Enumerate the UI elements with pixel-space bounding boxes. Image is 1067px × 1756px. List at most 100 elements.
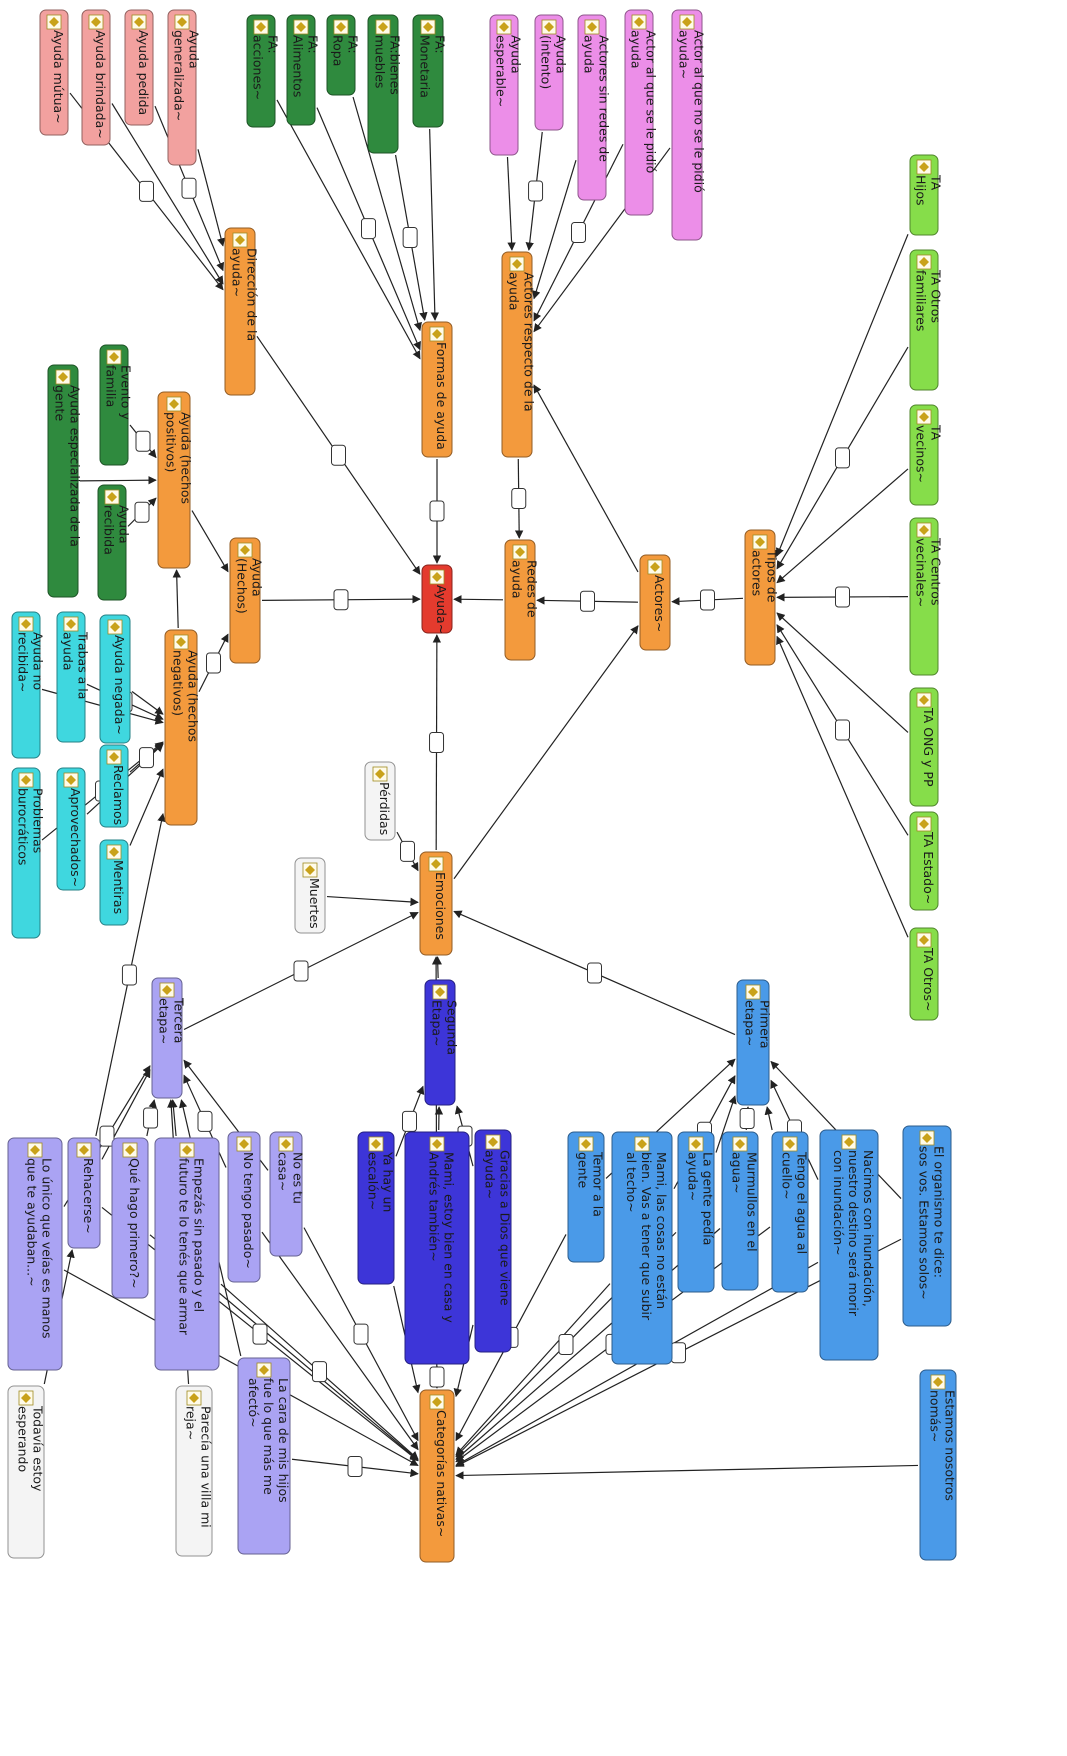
node-actores[interactable]: Actores~ — [639, 554, 671, 651]
node-ta-ong[interactable]: TA ONG y PP — [909, 687, 939, 807]
node-perdidas[interactable]: Pérdidas — [364, 761, 396, 841]
node-label-line: FA: — [346, 35, 361, 54]
node-hechos[interactable]: Ayuda(Hechos) — [229, 537, 265, 664]
node-ayuda[interactable]: Ayuda~ — [421, 564, 453, 634]
node-negada[interactable]: Ayuda negada~ — [99, 614, 131, 744]
node-que-hago[interactable]: Qué hago primero?~ — [111, 1137, 149, 1299]
node-mentiras[interactable]: Mentiras — [99, 839, 129, 926]
node-ayuda-brindada[interactable]: Ayuda brindada~ — [81, 9, 111, 146]
code-icon-mark — [371, 1139, 381, 1149]
node-ayuda-intento[interactable]: Ayuda(intento) — [534, 14, 569, 131]
node-aprovechados[interactable]: Aprovechados~ — [56, 767, 86, 891]
node-formas[interactable]: Formas de ayuda — [421, 321, 453, 458]
node-no-tengo-pasado[interactable]: No tengo pasado~ — [227, 1131, 261, 1283]
node-categorias[interactable]: Categorías nativas~ — [419, 1389, 455, 1563]
relation-label-box — [580, 590, 595, 612]
node-muertes[interactable]: Muertes — [294, 857, 326, 934]
relation-label-box — [331, 444, 346, 466]
node-box — [246, 14, 276, 128]
node-fa-acciones[interactable]: FA:acciones~ — [246, 14, 281, 128]
relation-label-box — [197, 1110, 213, 1132]
code-icon-mark — [650, 562, 660, 572]
code-icon-mark — [79, 1145, 89, 1155]
node-box — [269, 1131, 303, 1257]
node-reclamos[interactable]: Reclamos — [99, 744, 129, 828]
node-ayuda-mutua[interactable]: Ayuda mútua~ — [39, 9, 69, 136]
node-label-line: Lo único que veías es manos — [40, 1158, 55, 1339]
node-fa-monetaria[interactable]: FA:Monetaria — [412, 14, 448, 128]
code-icon-mark — [21, 619, 31, 629]
code-icon-mark — [544, 22, 554, 32]
node-label-line: ayuda~ — [483, 1150, 498, 1199]
node-label-line: Categorías nativas~ — [434, 1410, 449, 1537]
node-ta-estado[interactable]: TA Estado~ — [909, 811, 939, 911]
node-emociones[interactable]: Emociones — [419, 851, 453, 956]
code-icon-mark — [107, 492, 117, 502]
relation-edge — [191, 510, 229, 573]
code-icon-mark — [189, 1393, 199, 1403]
relation-label-box — [361, 218, 376, 240]
node-label-line: Todavía estoy — [31, 1405, 46, 1492]
relation-edge — [506, 156, 516, 251]
node-fa-alimentos[interactable]: FA:Alimentos — [286, 14, 321, 126]
node-nacimos[interactable]: Nacimos con inundación,nuestro destino s… — [819, 1129, 879, 1361]
node-label-line: Emociones — [433, 872, 448, 940]
relation-edge — [776, 635, 909, 938]
code-icon-mark — [581, 1139, 591, 1149]
node-el-organismo[interactable]: El organismo te dice:sos vos. Estamos so… — [902, 1125, 952, 1327]
node-rehacerse[interactable]: Rehacerse~ — [67, 1137, 101, 1249]
code-icon-mark — [239, 1139, 249, 1149]
node-fa-ropa[interactable]: FA:Ropa — [326, 14, 361, 96]
node-ta-otros[interactable]: TA Otros~ — [909, 927, 939, 1021]
node-ayuda-pedida[interactable]: Ayuda pedida — [124, 9, 154, 126]
node-label-line: Estamos nosotros — [943, 1390, 958, 1501]
node-box — [671, 9, 703, 241]
node-label-line: etapa~ — [743, 1000, 758, 1046]
node-label-line: TA Centros — [929, 537, 944, 605]
node-label-line: Hijos — [914, 175, 929, 206]
code-icon-mark — [235, 235, 245, 245]
node-box — [227, 1131, 261, 1283]
